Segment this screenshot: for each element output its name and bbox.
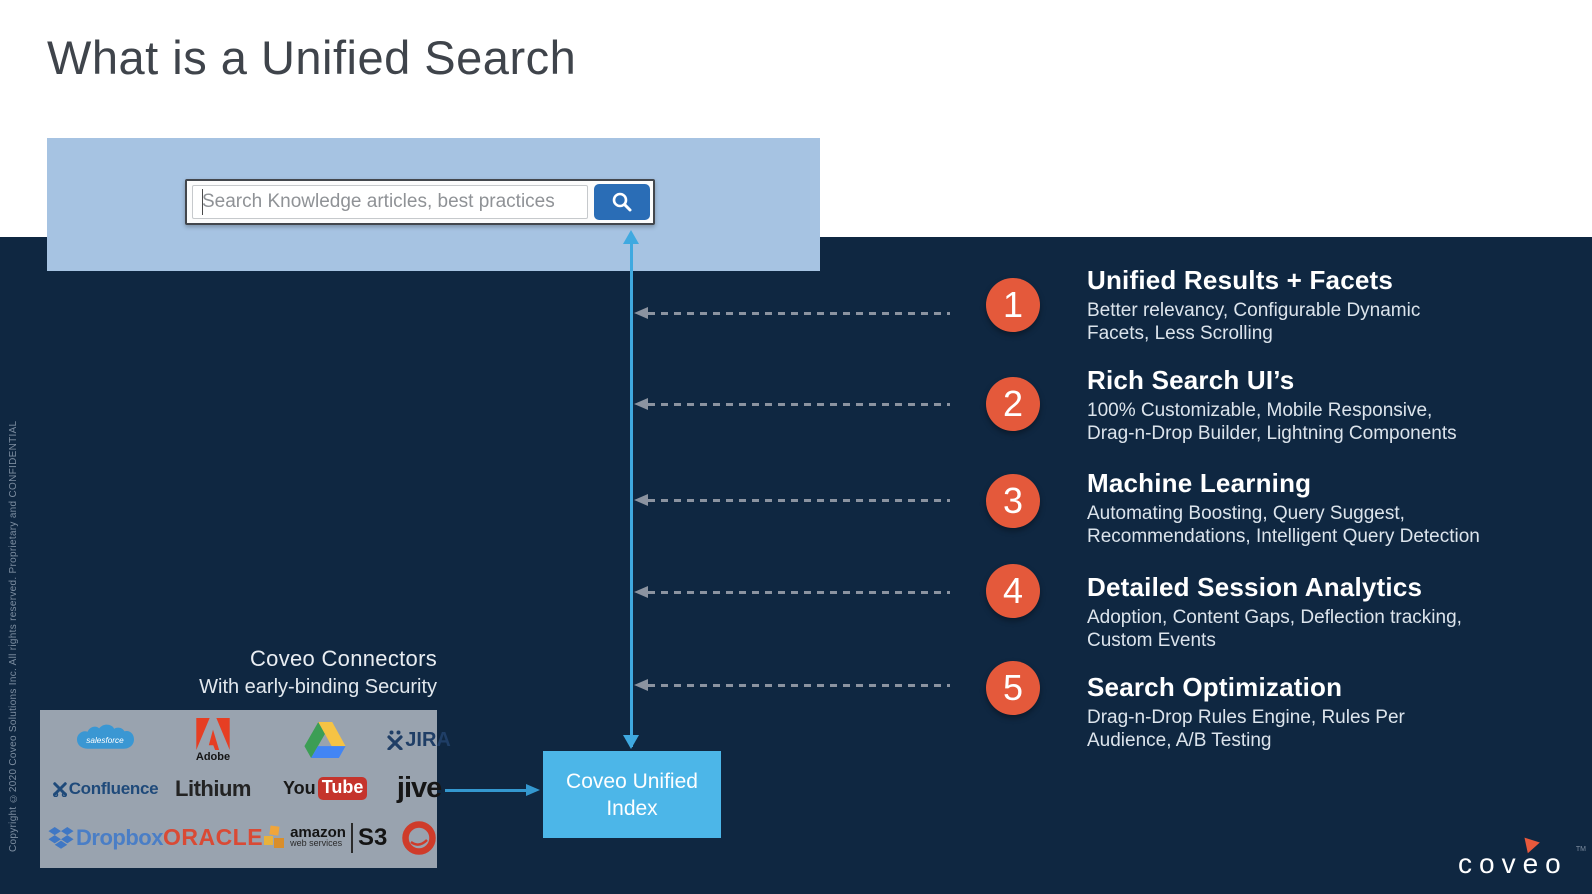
confluence-logo: Confluence <box>52 778 159 799</box>
aws-s3-logo: amazon web services S3 <box>263 822 388 853</box>
feature-description: Automating Boosting, Query Suggest, Reco… <box>1087 502 1507 548</box>
arrow-down-icon <box>623 735 639 749</box>
feature-desc-line: Audience, A/B Testing <box>1087 730 1272 751</box>
aws-divider <box>350 822 353 853</box>
search-button[interactable] <box>594 184 650 220</box>
feature-number-badge: 4 <box>986 564 1040 618</box>
confluence-icon <box>52 782 67 797</box>
feature-desc-line: Custom Events <box>1087 630 1216 651</box>
google-drive-logo <box>304 722 346 759</box>
dashed-connector-5 <box>648 684 950 687</box>
feature-description: Adoption, Content Gaps, Deflection track… <box>1087 606 1507 652</box>
coveo-logo: coveo TM <box>1458 834 1586 882</box>
youtube-wordmark-you: You <box>283 778 316 799</box>
feature-description: 100% Customizable, Mobile Responsive, Dr… <box>1087 399 1507 445</box>
aws-cubes-icon <box>264 825 285 848</box>
confluence-wordmark: Confluence <box>68 778 159 798</box>
feature-desc-line: Adoption, Content Gaps, Deflection track… <box>1087 607 1462 628</box>
lithium-wordmark: Lithium <box>175 775 251 801</box>
jira-icon <box>387 730 403 751</box>
feature-desc-line: Recommendations, Intelligent Query Detec… <box>1087 526 1480 547</box>
dashed-arrowhead-5 <box>634 679 648 691</box>
oracle-logo: ORACLE <box>163 824 263 851</box>
adobe-icon <box>196 717 230 750</box>
copyright-text: Copyright ©2020 Coveo Solutions Inc. All… <box>8 420 19 852</box>
feature-desc-line: Automating Boosting, Query Suggest, <box>1087 503 1405 524</box>
dashed-connector-1 <box>648 312 950 315</box>
feature-title: Search Optimization <box>1087 672 1343 702</box>
feature-title: Unified Results + Facets <box>1087 265 1394 295</box>
salesforce-logo: salesforce <box>76 721 135 759</box>
feature-desc-line: Drag-n-Drop Rules Engine, Rules Per <box>1087 707 1405 728</box>
feature-number-badge: 3 <box>986 474 1040 528</box>
arrow-right-icon <box>526 784 540 796</box>
feature-desc-line: 100% Customizable, Mobile Responsive, <box>1087 400 1433 421</box>
feature-desc-line: Drag-n-Drop Builder, Lightning Component… <box>1087 423 1457 444</box>
dashed-connector-3 <box>648 499 950 502</box>
vertical-flow-line <box>630 244 633 747</box>
sitecore-logo <box>401 820 437 856</box>
connectors-label: Coveo Connectors With early-binding Secu… <box>40 646 437 699</box>
adobe-logo: Adobe <box>195 717 231 763</box>
jira-wordmark: JIRA <box>405 728 451 751</box>
dashed-arrowhead-3 <box>634 494 648 506</box>
youtube-wordmark-tube: Tube <box>317 777 368 801</box>
trademark-mark: TM <box>1575 846 1586 853</box>
dashed-connector-2 <box>648 403 950 406</box>
amazon-wordmark: amazon <box>290 823 346 841</box>
feature-number-badge: 5 <box>986 661 1040 715</box>
index-box-label-line2: Index <box>606 796 658 820</box>
jive-logo: jive <box>396 772 442 805</box>
jive-wordmark: jive <box>396 772 442 805</box>
jira-logo: JIRA <box>387 729 451 752</box>
webservices-wordmark: web services <box>290 837 343 848</box>
adobe-wordmark: Adobe <box>195 750 231 763</box>
salesforce-wordmark: salesforce <box>87 736 125 745</box>
search-bar <box>185 179 655 225</box>
search-input[interactable] <box>192 185 588 219</box>
feature-desc-line: Facets, Less Scrolling <box>1087 323 1273 344</box>
coveo-wordmark: coveo <box>1458 848 1568 879</box>
feature-desc-line: Better relevancy, Configurable Dynamic <box>1087 300 1421 321</box>
s3-wordmark: S3 <box>357 823 388 851</box>
search-panel <box>47 138 820 271</box>
arrow-up-icon <box>623 230 639 244</box>
oracle-wordmark: ORACLE <box>162 824 264 851</box>
dropbox-wordmark: Dropbox <box>76 824 163 850</box>
lithium-logo: Lithium <box>175 776 251 802</box>
dropbox-icon <box>48 826 74 849</box>
dashed-arrowhead-1 <box>634 307 648 319</box>
connectors-title: Coveo Connectors <box>249 646 437 671</box>
connectors-to-index-line <box>445 789 529 792</box>
connectors-subtitle: With early-binding Security <box>199 676 437 698</box>
dashed-arrowhead-2 <box>634 398 648 410</box>
connectors-logo-box: salesforce Adobe JIRA <box>40 710 451 868</box>
feature-title: Rich Search UI’s <box>1087 365 1295 395</box>
feature-description: Better relevancy, Configurable Dynamic F… <box>1087 299 1507 345</box>
feature-number-badge: 2 <box>986 377 1040 431</box>
feature-title: Detailed Session Analytics <box>1087 572 1423 602</box>
unified-index-box: Coveo Unified Index <box>543 751 721 838</box>
dropbox-logo: Dropbox <box>48 825 163 851</box>
search-icon <box>612 192 632 212</box>
feature-number-badge: 1 <box>986 278 1040 332</box>
dashed-arrowhead-4 <box>634 586 648 598</box>
youtube-logo: You Tube <box>283 777 368 801</box>
feature-title: Machine Learning <box>1087 468 1312 498</box>
dashed-connector-4 <box>648 591 950 594</box>
feature-description: Drag-n-Drop Rules Engine, Rules Per Audi… <box>1087 706 1507 752</box>
index-box-label-line1: Coveo Unified <box>566 769 698 793</box>
page-title: What is a Unified Search <box>47 31 577 84</box>
